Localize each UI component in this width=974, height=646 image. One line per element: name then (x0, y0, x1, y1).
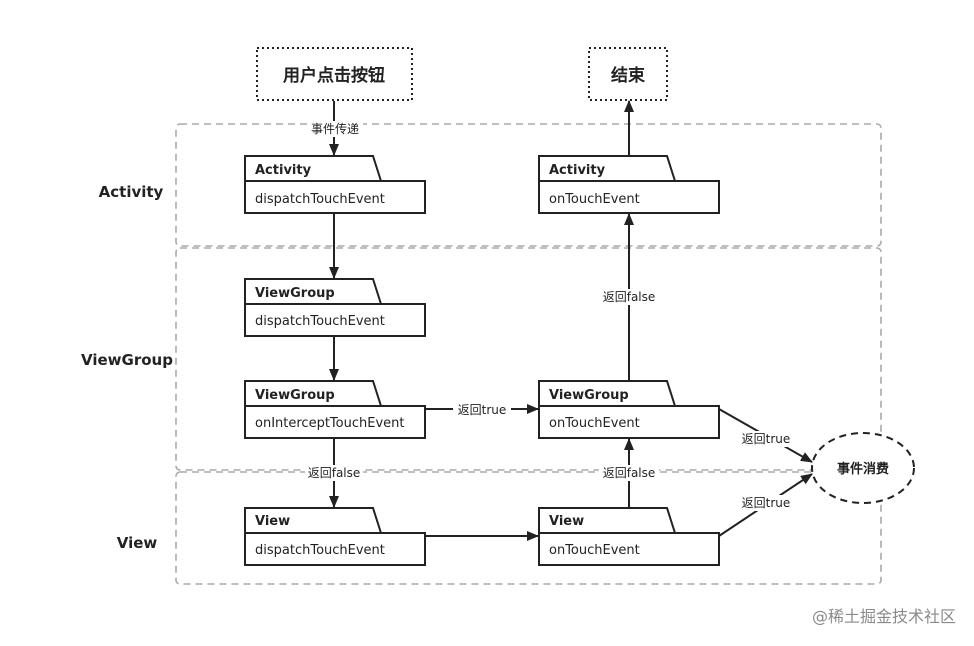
consume-node (811, 432, 915, 504)
edge-label-intercept-false: 返回false (308, 466, 361, 480)
box-viewgroup-dispatch: ViewGroup dispatchTouchEvent (244, 278, 426, 337)
box-method-label: onTouchEvent (549, 543, 640, 558)
edge-label-view-false: 返回false (603, 466, 656, 480)
box-view-ontouch: View onTouchEvent (538, 507, 720, 566)
watermark: @稀土掘金技术社区 (812, 607, 956, 626)
box-tab-label: Activity (255, 163, 312, 178)
start-node-label: 用户点击按钮 (283, 65, 385, 86)
consume-node-label: 事件消费 (837, 461, 889, 477)
lane-viewgroup (175, 247, 882, 471)
box-tab-label: View (255, 514, 290, 529)
start-node (256, 47, 413, 101)
box-method-label: onTouchEvent (549, 192, 640, 207)
end-node (588, 47, 668, 101)
box-activity-ontouch: Activity onTouchEvent (538, 155, 720, 214)
lane-view (175, 471, 882, 585)
edge-label-view-true: 返回true (742, 496, 791, 510)
box-method-label: dispatchTouchEvent (255, 543, 385, 558)
edge-label-vg-false: 返回false (603, 290, 656, 304)
lane-activity (175, 123, 882, 247)
box-method-label: dispatchTouchEvent (255, 314, 385, 329)
box-method-label: dispatchTouchEvent (255, 192, 385, 207)
lane-label-view: View (117, 534, 158, 552)
box-method-label: onTouchEvent (549, 416, 640, 431)
box-tab-label: ViewGroup (255, 286, 335, 301)
box-tab-label: Activity (549, 163, 606, 178)
box-activity-dispatch: Activity dispatchTouchEvent (244, 155, 426, 214)
box-view-dispatch: View dispatchTouchEvent (244, 507, 426, 566)
lane-label-viewgroup: ViewGroup (81, 351, 173, 369)
edge-label-intercept-true: 返回true (458, 403, 507, 417)
box-tab-label: ViewGroup (255, 388, 335, 403)
box-tab-label: ViewGroup (549, 388, 629, 403)
lane-label-activity: Activity (99, 183, 164, 201)
edge-label-event-pass: 事件传递 (311, 121, 359, 136)
box-viewgroup-ontouch: ViewGroup onTouchEvent (538, 380, 720, 439)
box-method-label: onInterceptTouchEvent (255, 416, 404, 431)
box-tab-label: View (549, 514, 584, 529)
end-node-label: 结束 (611, 65, 645, 86)
box-viewgroup-intercept: ViewGroup onInterceptTouchEvent (244, 380, 426, 439)
edge-label-vg-true: 返回true (742, 432, 791, 446)
